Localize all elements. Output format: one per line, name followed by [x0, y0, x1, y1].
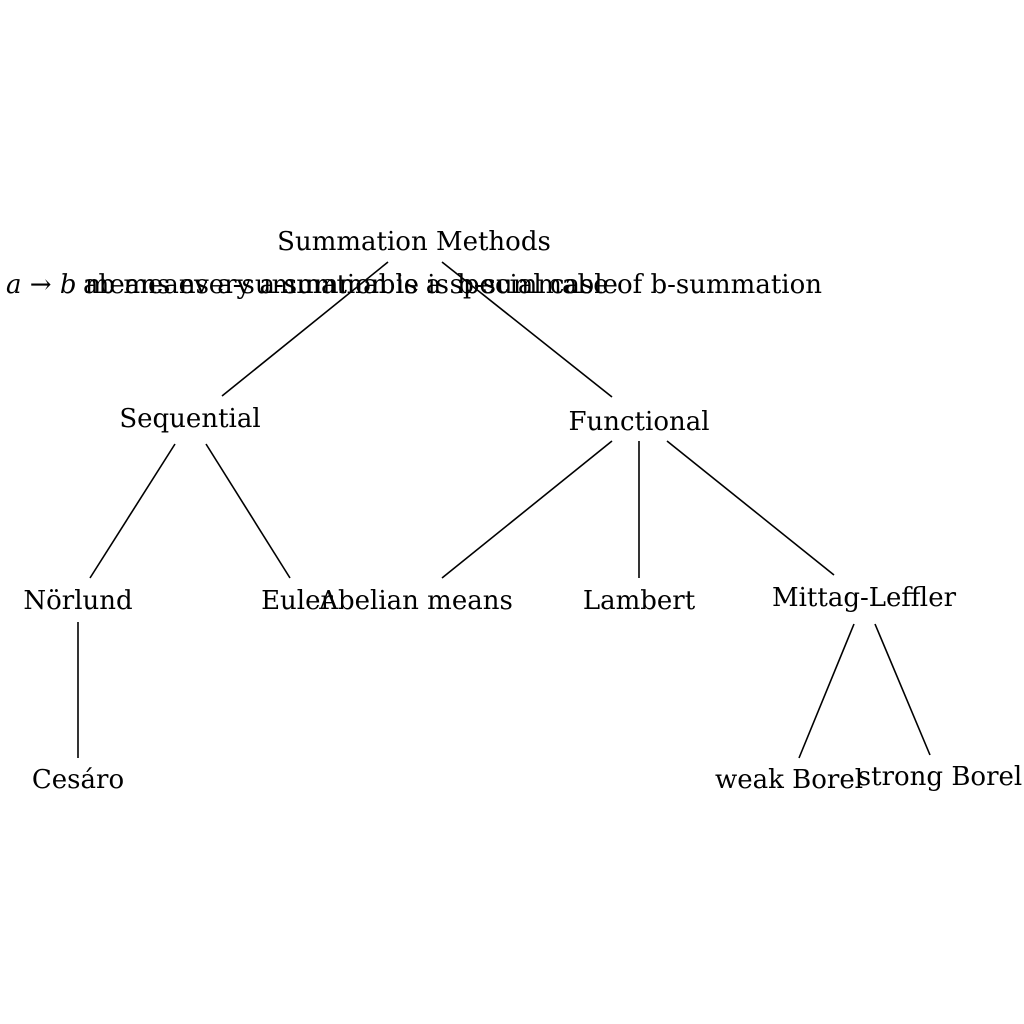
- legend-text-arrow: means every a-summable is b-summable: [84, 270, 618, 300]
- node-strong-borel: strong Borel: [857, 762, 1023, 792]
- node-euler: Euler: [261, 586, 333, 616]
- legend-b: b: [59, 270, 77, 300]
- node-functional: Functional: [568, 407, 710, 437]
- node-norlund: Nörlund: [23, 586, 133, 616]
- legend-line-special-case: ab means a-summation is a special case o…: [82, 270, 822, 300]
- edge-mittag-strong: [874, 623, 931, 756]
- edge-root-sequential: [221, 261, 389, 397]
- edge-sequential-euler: [205, 443, 291, 579]
- node-cesaro: Cesáro: [31, 765, 125, 795]
- node-root: Summation Methods: [277, 227, 551, 257]
- edge-functional-mittag: [666, 440, 835, 576]
- node-abelian-means: Abelian means: [319, 586, 513, 616]
- edge-functional-abelian: [441, 440, 613, 579]
- node-lambert: Lambert: [582, 586, 696, 616]
- legend-arrow: →: [29, 270, 52, 300]
- legend-line-arrow: a → b means every a-summable is b-summab…: [6, 272, 618, 298]
- node-sequential: Sequential: [119, 404, 261, 434]
- edge-mittag-weak: [798, 623, 855, 759]
- legend-a: a: [6, 270, 22, 300]
- node-mittag-leffler: Mittag-Leffler: [771, 583, 957, 613]
- edge-root-functional: [441, 261, 613, 398]
- node-weak-borel: weak Borel: [714, 765, 864, 795]
- edge-sequential-norlund: [89, 443, 176, 579]
